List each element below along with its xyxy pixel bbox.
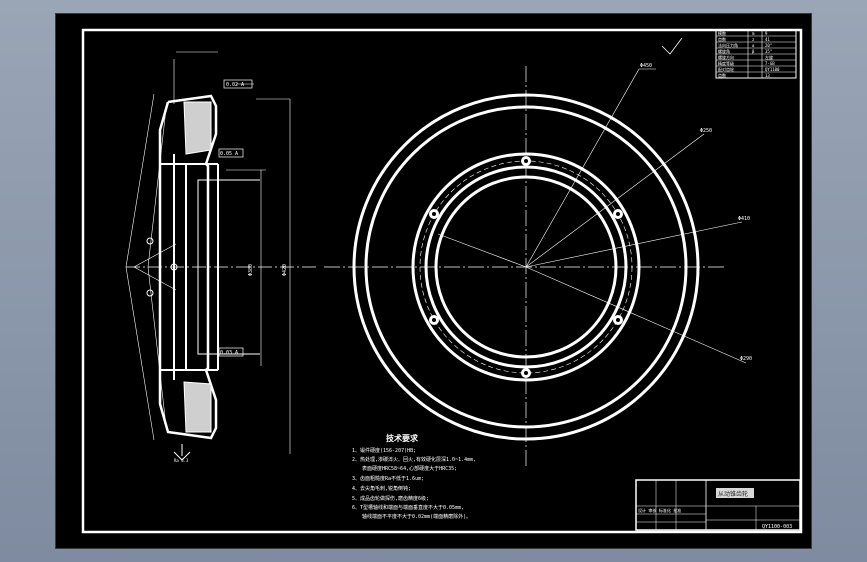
drawing-canvas[interactable]: 0.02 A 0.05 A 0.03 A Φ380 Φ420 Ra 6.3 xyxy=(56,14,813,550)
drawing-number: QY1100-003 xyxy=(762,524,792,530)
drawing-frame xyxy=(81,28,803,534)
svg-text:41: 41 xyxy=(765,37,770,42)
title-block-note: 设计 审核 标准化 批准 xyxy=(638,507,681,513)
svg-text:9: 9 xyxy=(765,31,768,36)
requirements-title: 技术要求 xyxy=(386,433,419,443)
svg-text:配对齿轮: 配对齿轮 xyxy=(718,66,734,72)
requirement-line: 4、去尖角毛刺,锐角倒钝; xyxy=(352,485,411,492)
svg-text:左旋: 左旋 xyxy=(765,54,773,60)
inner-tolerance-note: 0.03 A xyxy=(220,350,238,356)
diameter-dim-a: Φ380 xyxy=(248,264,254,276)
requirement-line: 2、热处理,渗碳淬火、回火,有效硬化层深1.0~1.4mm, xyxy=(352,456,476,463)
svg-text:35°: 35° xyxy=(765,49,772,54)
svg-text:精度等级: 精度等级 xyxy=(718,60,734,66)
svg-text:7-GB: 7-GB xyxy=(765,61,775,66)
bolt-hole-centers xyxy=(432,159,620,375)
svg-text:法向压力角: 法向压力角 xyxy=(718,42,738,48)
requirement-line: 表面硬度HRC58~64,心部硬度大于HRC35; xyxy=(362,465,457,472)
flatness-note: 0.02 A xyxy=(226,82,244,88)
svg-text:m: m xyxy=(752,31,755,36)
requirement-line: 轴线端面不平度不大于0.02mm(端面精磨除外)。 xyxy=(362,513,471,520)
svg-text:20°: 20° xyxy=(765,43,772,48)
diameter-dim-b: Φ420 xyxy=(282,264,288,276)
svg-text:螺旋方向: 螺旋方向 xyxy=(718,54,734,60)
front-view xyxy=(324,37,747,469)
parameter-table-text: 模数 m 9 齿数 z 41 法向压力角 α 20° 螺旋角 β 35° 螺旋方… xyxy=(718,30,780,78)
requirement-line: 5、成品齿轮做探伤,磨齿精度6级; xyxy=(352,495,429,502)
surface-finish-note: Ra 6.3 xyxy=(174,458,189,463)
requirement-line: 6、T型槽轴线和端面与端面垂直度不大于0.05mm, xyxy=(352,504,464,511)
svg-text:α: α xyxy=(752,43,755,48)
svg-text:β: β xyxy=(752,49,755,54)
svg-text:齿数: 齿数 xyxy=(718,72,726,78)
leader-label-1: Φ450 xyxy=(640,63,652,69)
requirement-line: 3、齿面粗糙度Ra不低于1.6um; xyxy=(352,475,424,482)
technical-requirements: 技术要求 1、锻件硬度(156-207)HB; 2、热处理,渗碳淬火、回火,有效… xyxy=(352,433,476,520)
section-view xyxy=(125,51,318,461)
svg-text:z: z xyxy=(752,37,755,42)
cad-viewport[interactable]: 0.02 A 0.05 A 0.03 A Φ380 Φ420 Ra 6.3 xyxy=(55,13,812,549)
svg-text:齿数: 齿数 xyxy=(718,36,726,42)
title-block xyxy=(635,479,801,531)
svg-text:模数: 模数 xyxy=(718,30,726,36)
svg-text:QY1100: QY1100 xyxy=(765,67,780,72)
parameter-table xyxy=(715,29,797,79)
svg-text:螺旋角: 螺旋角 xyxy=(718,48,730,54)
title-block-label: 从动锥齿轮 xyxy=(718,490,748,498)
leader-label-2: Φ250 xyxy=(700,128,712,134)
leader-label-4: Φ290 xyxy=(740,356,752,362)
requirement-line: 1、锻件硬度(156-207)HB; xyxy=(352,447,416,454)
leader-label-3: Φ410 xyxy=(738,216,750,222)
bore-tolerance-note: 0.05 A xyxy=(220,151,238,157)
svg-text:13: 13 xyxy=(765,73,770,78)
